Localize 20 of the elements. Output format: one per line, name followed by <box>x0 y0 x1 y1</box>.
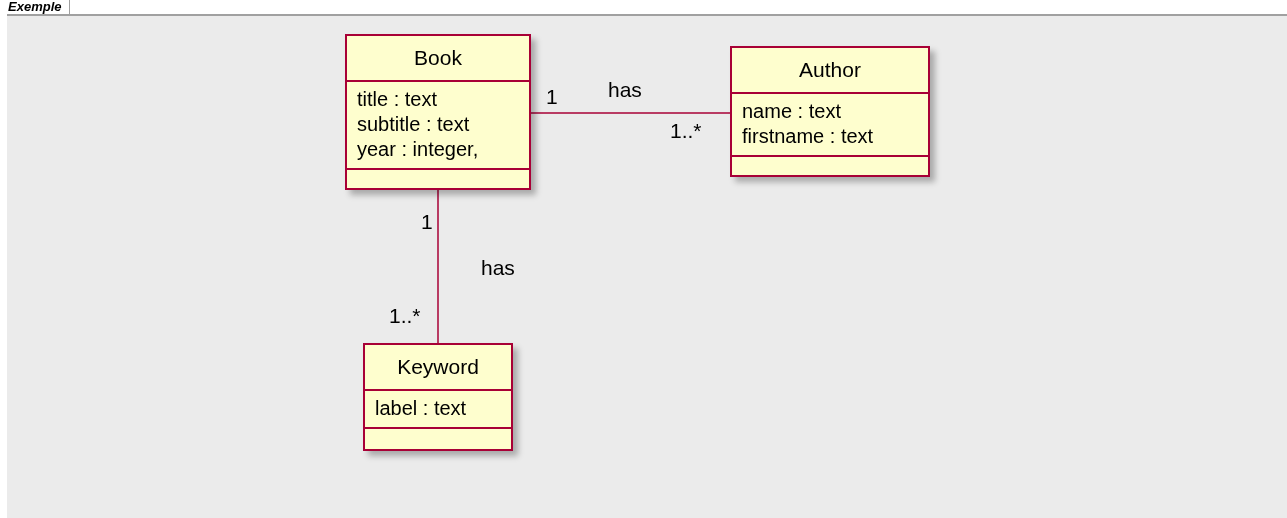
class-name: Book <box>414 46 462 70</box>
class-name: Keyword <box>397 355 479 379</box>
class-box <box>363 343 513 451</box>
multiplicity-label: 1..* <box>389 304 421 328</box>
class-box <box>345 34 531 190</box>
edge-label: has <box>481 256 515 280</box>
multiplicity-label: 1 <box>546 85 558 109</box>
class-name: Author <box>799 58 861 82</box>
association-line <box>437 189 439 344</box>
class-box <box>730 46 930 177</box>
association-line <box>530 112 731 114</box>
edge-label: has <box>608 78 642 102</box>
attribute-text: name : text <box>742 99 842 124</box>
multiplicity-label: 1..* <box>670 119 702 143</box>
attribute-text: firstname : text <box>742 124 875 149</box>
multiplicity-label: 1 <box>421 210 433 234</box>
attribute-text: year : integer, <box>357 137 480 162</box>
attribute-text: label : text <box>375 396 468 421</box>
attribute-text: title : text <box>357 87 439 112</box>
attribute-text: subtitle : text <box>357 112 471 137</box>
